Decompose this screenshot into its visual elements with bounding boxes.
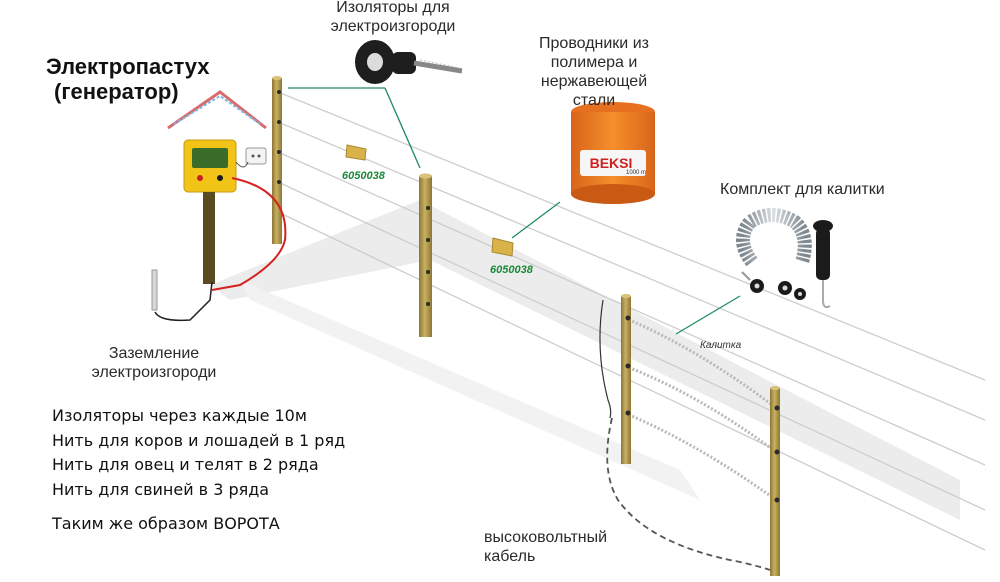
- note-4: Нить для свиней в 3 ряда: [52, 479, 270, 499]
- fence-posts: [272, 76, 780, 576]
- energizer-title: Электропастух (генератор): [46, 54, 210, 104]
- insulators-label-line-1: Изоляторы для: [336, 0, 450, 16]
- roof-icon: [167, 90, 267, 130]
- insulators-label-line-2: электроизгороди: [330, 18, 456, 35]
- conductors-label-line-4: стали: [572, 92, 616, 109]
- cable-label-line-2: кабель: [484, 548, 536, 565]
- grounding-label-line-1: Заземление: [108, 345, 200, 362]
- sign-code-2: 6050038: [490, 264, 533, 276]
- leader-lines: [288, 87, 741, 335]
- gate-kit-icon: [736, 208, 833, 309]
- grounding-label-line-2: электроизгороди: [91, 364, 217, 381]
- title-line-2: (генератор): [54, 79, 179, 104]
- note-3: Нить для овец и телят в 2 ряда: [52, 455, 319, 474]
- hv-wire-red: [211, 177, 287, 291]
- energizer-icon: [183, 139, 237, 284]
- conductors-label: Проводники из полимера и нержавеющей ста…: [526, 34, 662, 110]
- conductors-label-line-1: Проводники из: [539, 35, 649, 52]
- conductors-label-line-2: полимера и: [550, 54, 638, 71]
- note-gates: Таким же образом ВОРОТА: [52, 514, 280, 533]
- hv-cable-dashed: [606, 417, 771, 571]
- post-insulators: [277, 90, 780, 503]
- post-1: [272, 78, 282, 244]
- warning-signs: [345, 144, 514, 257]
- ground-shadows: [210, 200, 960, 520]
- gate-label: Калитка: [700, 340, 742, 351]
- grounding-rod: [151, 269, 213, 322]
- spool-brand: BEKSI: [590, 155, 633, 171]
- socket-icon: [235, 147, 267, 168]
- note-2: Нить для коров и лошадей в 1 ряд: [52, 430, 346, 450]
- cable-label-line-1: высоковольтный: [484, 529, 608, 546]
- note-1: Изоляторы через каждые 10м: [52, 406, 307, 425]
- cable-label: высоковольтный кабель: [484, 528, 607, 566]
- insulator-product-icon: [355, 40, 463, 84]
- spool-length: 1000 m: [626, 170, 646, 176]
- installation-notes: Изоляторы через каждые 10м Нить для коро…: [52, 406, 345, 539]
- post-4: [770, 388, 780, 576]
- grounding-label: Заземление электроизгороди: [84, 344, 224, 382]
- gate-springs: [624, 316, 777, 502]
- gate-kit-label: Комплект для калитки: [720, 181, 885, 198]
- title-line-1: Электропастух: [46, 54, 210, 79]
- post-2: [419, 176, 432, 337]
- gate-handle-wire: [599, 299, 612, 419]
- conductors-label-line-3: нержавеющей: [540, 73, 648, 90]
- fence-wires: [277, 91, 986, 551]
- insulators-label: Изоляторы для электроизгороди: [320, 0, 466, 36]
- post-3: [621, 296, 631, 464]
- wire-spool-icon: BEKSI 1000 m: [571, 102, 655, 204]
- sign-code-1: 6050038: [342, 170, 385, 182]
